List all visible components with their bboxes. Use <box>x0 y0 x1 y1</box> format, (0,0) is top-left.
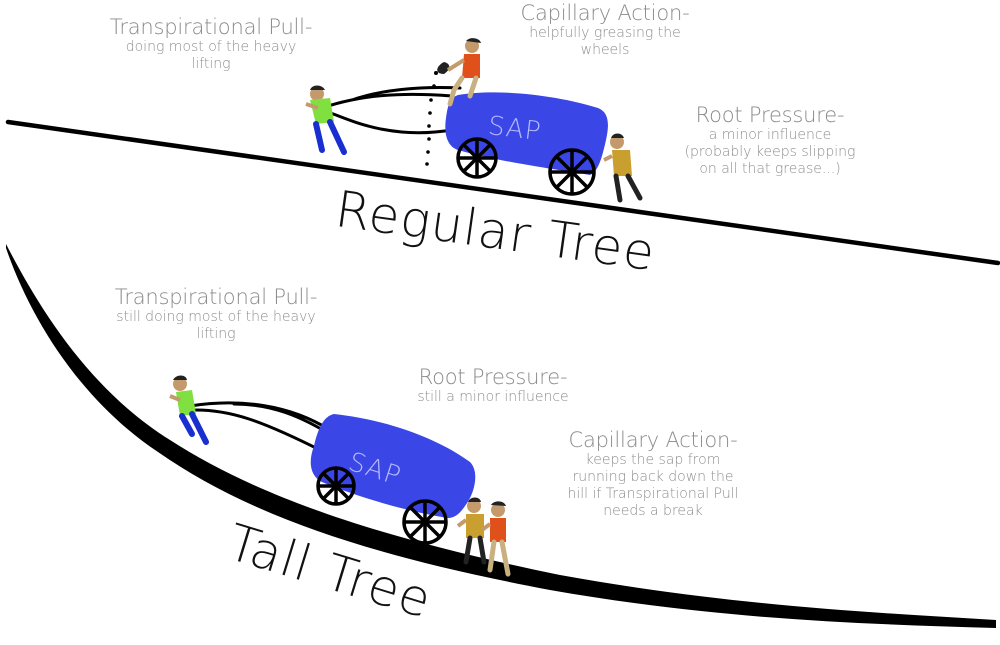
regular-wheel-front <box>456 137 498 179</box>
tall-wheel-rear <box>402 499 448 545</box>
regular-capillary-label: Capillary Action- helpfully greasing the… <box>520 1 690 59</box>
regular-tree-scene <box>5 38 1000 266</box>
tall-root-label: Root Pressure- still a minor influence <box>417 365 569 406</box>
regular-puller-figure <box>305 85 347 155</box>
regular-tree-ground <box>5 119 1000 266</box>
regular-root-label: Root Pressure- a minor influence (probab… <box>684 103 856 178</box>
tall-wheel-front <box>316 466 356 506</box>
regular-sap-label: SAP <box>486 111 544 148</box>
tall-tow-rope <box>188 401 338 452</box>
tall-puller-figure <box>169 375 209 445</box>
tall-pusher-orange-figure <box>480 501 511 577</box>
tall-transpirational-label: Transpirational Pull- still doing most o… <box>114 285 318 343</box>
regular-rider-figure <box>437 38 481 107</box>
tall-tree-scene <box>6 244 996 628</box>
tall-pusher-ochre-figure <box>456 497 487 565</box>
grease-drops <box>425 71 438 166</box>
regular-pusher-figure <box>603 133 643 203</box>
regular-sap-cart <box>445 92 608 175</box>
tall-capillary-label: Capillary Action- keeps the sap from run… <box>567 428 739 520</box>
regular-wheel-rear <box>548 148 596 196</box>
regular-transpirational-label: Transpirational Pull- doing most of the … <box>109 15 313 73</box>
regular-tow-rope <box>320 86 462 135</box>
